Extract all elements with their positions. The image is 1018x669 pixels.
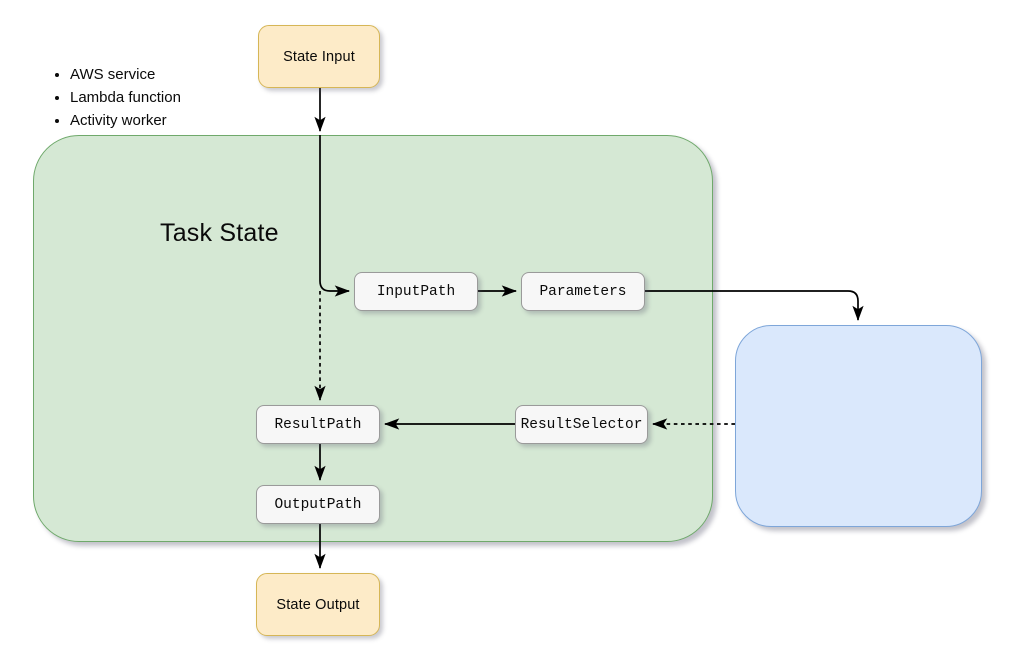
- node-state-input[interactable]: State Input: [258, 25, 380, 88]
- task-state-label: Task State: [160, 219, 279, 247]
- node-result-path[interactable]: ResultPath: [256, 405, 380, 444]
- node-parameters[interactable]: Parameters: [521, 272, 645, 311]
- node-result-selector-label: ResultSelector: [520, 416, 643, 433]
- node-state-input-label: State Input: [283, 48, 355, 65]
- node-input-path[interactable]: InputPath: [354, 272, 478, 311]
- node-result-selector[interactable]: ResultSelector: [515, 405, 648, 444]
- node-state-output[interactable]: State Output: [256, 573, 380, 636]
- list-item: Activity worker: [70, 110, 181, 133]
- node-output-path-label: OutputPath: [274, 496, 362, 513]
- task-state-group: [33, 135, 713, 542]
- node-input-path-label: InputPath: [376, 283, 456, 300]
- resource-group: [735, 325, 982, 527]
- node-output-path[interactable]: OutputPath: [256, 485, 380, 524]
- list-item: AWS service: [70, 64, 181, 87]
- node-result-path-label: ResultPath: [274, 416, 362, 433]
- node-parameters-label: Parameters: [539, 283, 627, 300]
- list-item: Lambda function: [70, 87, 181, 110]
- node-state-output-label: State Output: [276, 596, 360, 613]
- resource-list: AWS service Lambda function Activity wor…: [50, 64, 181, 133]
